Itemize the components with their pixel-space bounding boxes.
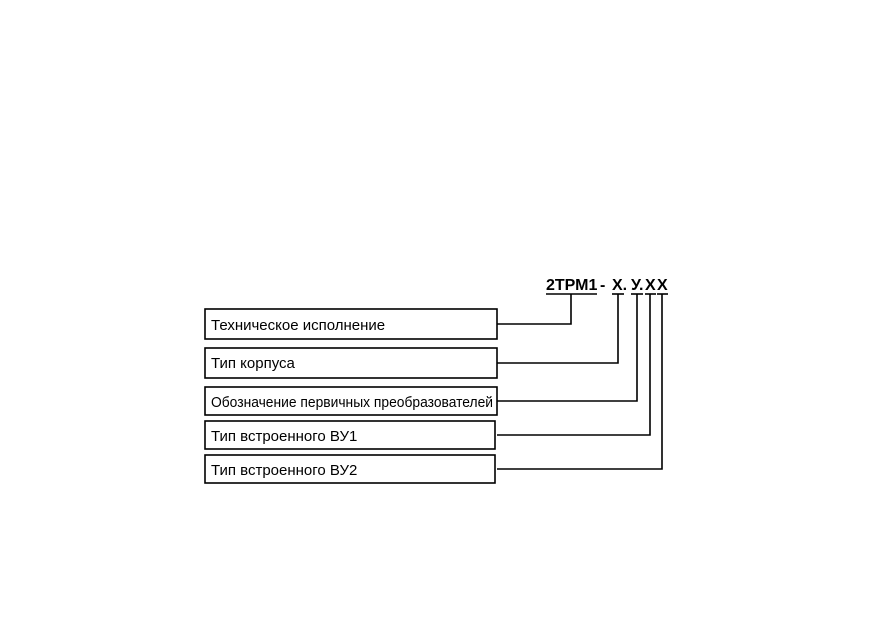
label-sensor-designation: Обозначение первичных преобразователей bbox=[211, 394, 493, 411]
code-field-output1: Х bbox=[645, 277, 656, 294]
box-sensor-designation bbox=[204, 386, 498, 416]
connector-casing-type bbox=[497, 294, 619, 364]
label-technical-version: Техническое исполнение bbox=[211, 317, 385, 334]
connector-output1 bbox=[497, 294, 651, 436]
connector-sensor-designation bbox=[497, 294, 638, 402]
box-casing-type bbox=[204, 347, 498, 379]
code-field-casing: Х. bbox=[612, 277, 627, 294]
box-output2-type bbox=[204, 454, 496, 484]
code-separator: - bbox=[600, 277, 605, 294]
code-base: 2ТРМ1 bbox=[546, 277, 597, 294]
connector-output2 bbox=[497, 294, 663, 470]
connector-technical-version bbox=[497, 294, 572, 325]
code-field-sensor: У. bbox=[631, 277, 643, 294]
box-technical-version bbox=[204, 308, 498, 340]
label-output2-type: Тип встроенного ВУ2 bbox=[211, 462, 357, 479]
label-casing-type: Тип корпуса bbox=[211, 355, 296, 372]
label-output1-type: Тип встроенного ВУ1 bbox=[211, 428, 357, 445]
code-field-output2: Х bbox=[657, 277, 668, 294]
box-output1-type bbox=[204, 420, 496, 450]
